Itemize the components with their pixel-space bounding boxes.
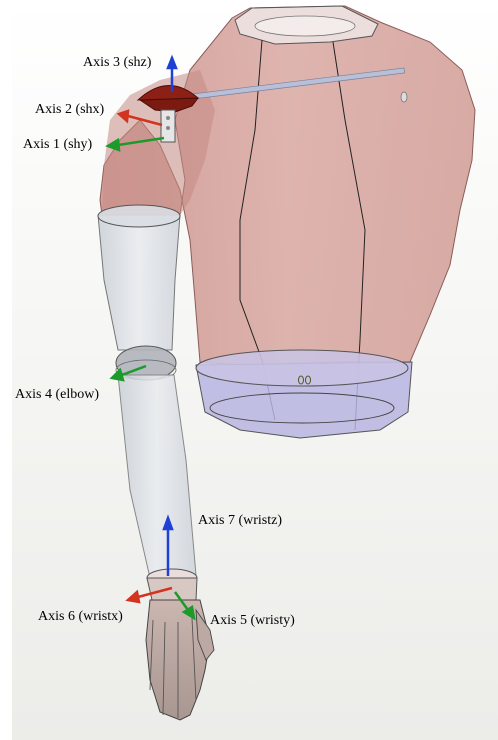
upper-arm [98,215,180,350]
axis3-label: Axis 3 (shz) [83,55,151,71]
axis4-label: Axis 4 (elbow) [15,387,99,403]
axis7-label: Axis 7 (wristz) [198,513,282,529]
forearm [118,375,196,578]
axis6-label: Axis 6 (wristx) [38,609,123,625]
axis2-label: Axis 2 (shx) [35,102,104,118]
axis5-label: Axis 5 (wristy) [210,613,295,629]
axis1-label: Axis 1 (shy) [23,137,92,153]
